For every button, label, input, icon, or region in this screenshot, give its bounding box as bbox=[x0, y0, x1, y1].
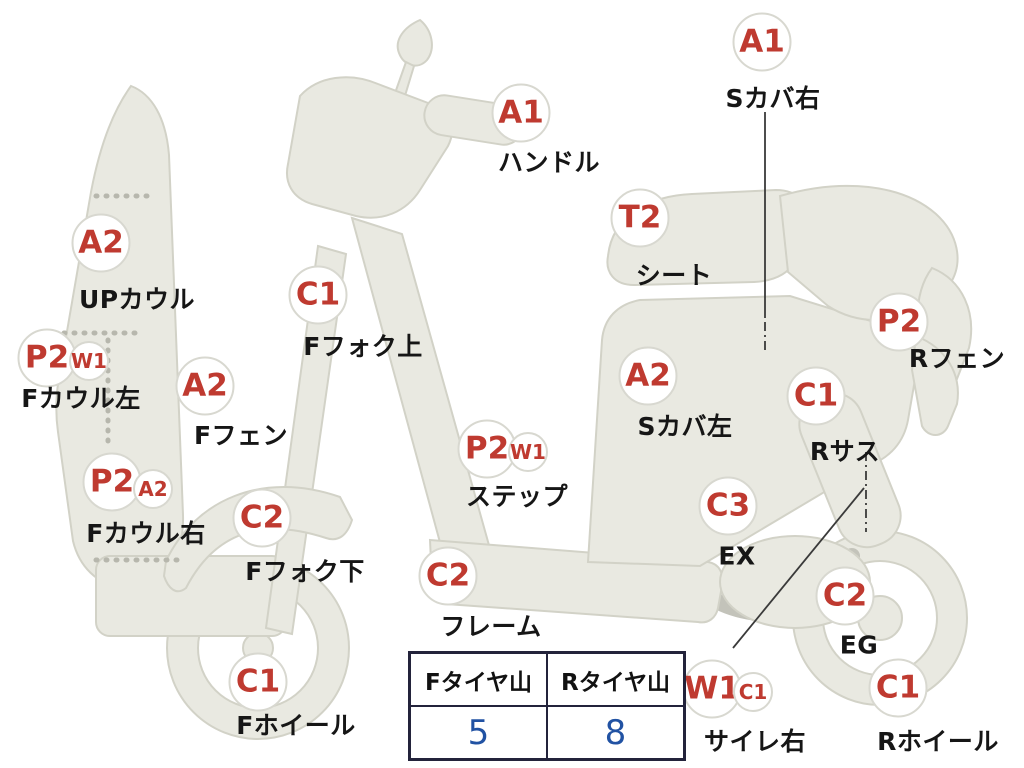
grade-code: A1 bbox=[739, 23, 785, 60]
grade-code: C2 bbox=[425, 557, 471, 594]
grade-code: A2 bbox=[625, 357, 671, 394]
grade-subbadge-step: W1 bbox=[508, 432, 548, 472]
grade-badge-f-fork-lower: C2 bbox=[232, 488, 292, 548]
grade-code: C2 bbox=[239, 499, 285, 536]
grade-badge-f-fork-upper: C1 bbox=[288, 265, 348, 325]
grade-code: C1 bbox=[875, 669, 921, 706]
grade-code: C2 bbox=[822, 577, 868, 614]
grade-code: A2 bbox=[78, 224, 124, 261]
grade-code: C1 bbox=[295, 276, 341, 313]
caption-f-cowl-right: Fカウル右 bbox=[86, 519, 206, 548]
caption-r-suspension: Rサス bbox=[809, 437, 881, 466]
caption-f-fork-lower: Fフォク下 bbox=[245, 557, 365, 586]
caption-engine: EG bbox=[839, 630, 879, 660]
grade-code: W1 bbox=[71, 349, 107, 373]
grade-badge-f-cowl-left: P2 bbox=[17, 328, 77, 388]
caption-handlebar: ハンドル bbox=[497, 148, 601, 177]
grade-code: C1 bbox=[738, 680, 768, 704]
grade-code: A1 bbox=[498, 94, 544, 131]
grade-badge-r-wheel: C1 bbox=[868, 658, 928, 718]
f-tire-value: 5 bbox=[467, 712, 490, 753]
grade-badge-f-cowl-right: P2 bbox=[82, 452, 142, 512]
grade-subbadge-silencer-right: C1 bbox=[733, 672, 773, 712]
grade-badge-s-cover-left: A2 bbox=[618, 346, 678, 406]
caption-f-fork-upper: Fフォク上 bbox=[303, 332, 423, 361]
grade-code: A2 bbox=[182, 367, 228, 404]
tire-tread-table: Fタイヤ山 Rタイヤ山 5 8 bbox=[408, 651, 686, 761]
caption-r-wheel: Rホイール bbox=[877, 727, 999, 756]
caption-frame: フレーム bbox=[440, 612, 542, 641]
caption-up-cowl: UPカウル bbox=[78, 285, 196, 314]
grade-badge-seat: T2 bbox=[610, 188, 670, 248]
grade-code: P2 bbox=[876, 303, 922, 340]
grade-badge-f-fender: A2 bbox=[175, 356, 235, 416]
grade-badge-r-suspension: C1 bbox=[786, 366, 846, 426]
grade-code: P2 bbox=[24, 339, 70, 376]
grade-badge-s-cover-right: A1 bbox=[732, 12, 792, 72]
grade-badge-f-wheel: C1 bbox=[228, 652, 288, 712]
grade-badge-up-cowl: A2 bbox=[71, 213, 131, 273]
pointer-lines bbox=[732, 112, 867, 649]
caption-seat: シート bbox=[635, 261, 713, 290]
grade-badge-handlebar: A1 bbox=[491, 83, 551, 143]
grade-code: W1 bbox=[684, 670, 740, 707]
grade-badge-r-fender: P2 bbox=[869, 292, 929, 352]
grade-badge-step: P2 bbox=[457, 419, 517, 479]
grade-subbadge-f-cowl-right: A2 bbox=[133, 469, 173, 509]
grade-code: P2 bbox=[89, 463, 135, 500]
grade-code: C1 bbox=[793, 377, 839, 414]
f-tire-header: Fタイヤ山 bbox=[424, 669, 533, 696]
caption-r-fender: Rフェン bbox=[908, 344, 1006, 373]
grade-code: C1 bbox=[235, 663, 281, 700]
grade-badge-frame: C2 bbox=[418, 546, 478, 606]
caption-f-cowl-left: Fカウル左 bbox=[21, 384, 141, 413]
grade-subbadge-f-cowl-left: W1 bbox=[69, 341, 109, 381]
grade-code: W1 bbox=[510, 440, 546, 464]
r-tire-value: 8 bbox=[546, 707, 683, 758]
grade-code: A2 bbox=[138, 477, 168, 501]
caption-f-fender: Fフェン bbox=[193, 421, 289, 450]
grade-badge-exhaust: C3 bbox=[698, 476, 758, 536]
mirror bbox=[396, 18, 433, 67]
caption-step: ステップ bbox=[465, 482, 569, 511]
r-tire-header: Rタイヤ山 bbox=[546, 654, 683, 705]
caption-s-cover-right: Sカバ右 bbox=[725, 84, 821, 113]
grade-code: P2 bbox=[464, 430, 510, 467]
caption-s-cover-left: Sカバ左 bbox=[637, 412, 733, 441]
grade-badge-engine: C2 bbox=[815, 566, 875, 626]
caption-f-wheel: Fホイール bbox=[236, 711, 356, 740]
grade-code: T2 bbox=[618, 199, 662, 236]
caption-silencer-right: サイレ右 bbox=[703, 727, 807, 756]
grade-code: C3 bbox=[705, 487, 751, 524]
caption-exhaust: EX bbox=[718, 541, 756, 571]
scooter-body bbox=[55, 18, 973, 637]
